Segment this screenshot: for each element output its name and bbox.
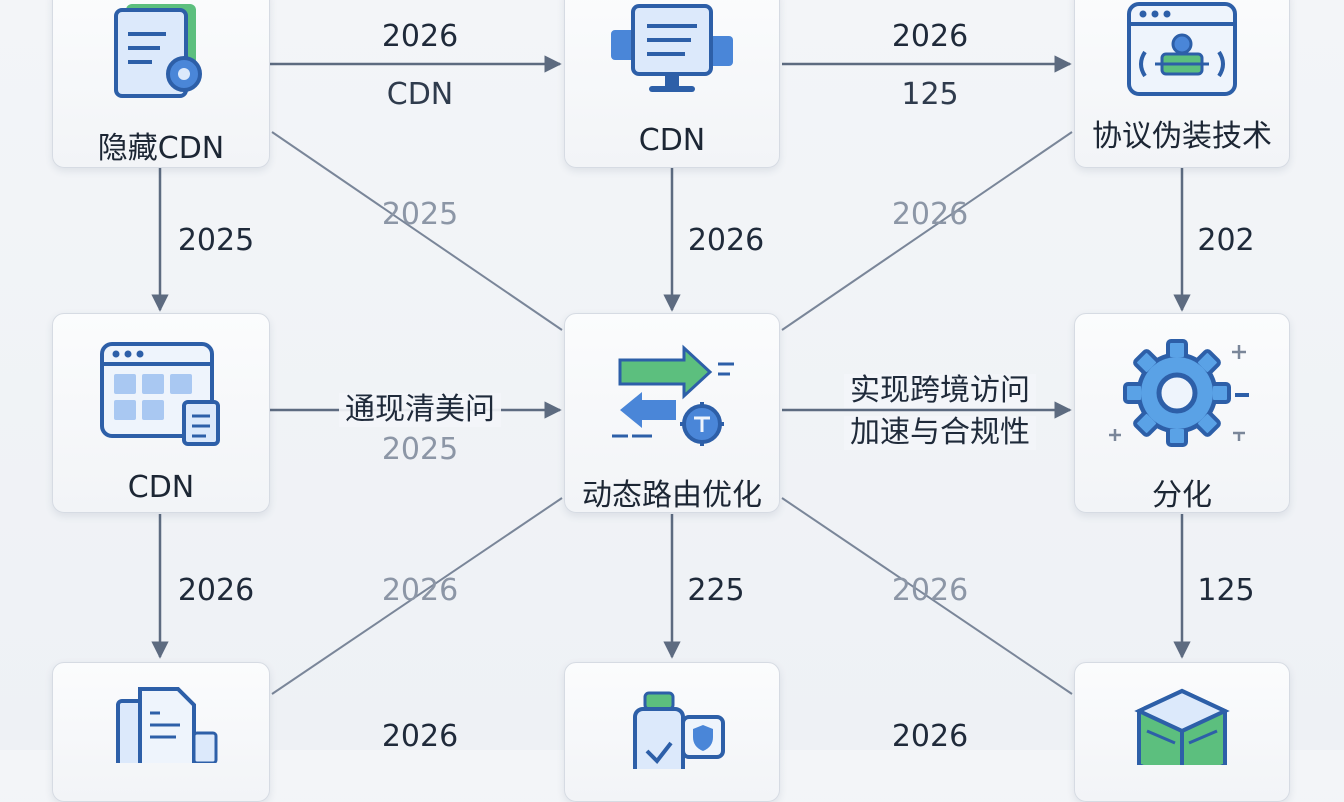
edge-layer bbox=[151, 55, 1191, 695]
node-hide-cdn[interactable]: 隐藏CDN bbox=[52, 0, 270, 168]
gear-icon bbox=[1109, 339, 1249, 447]
server-cube-icon bbox=[1134, 688, 1230, 765]
edge-label-top1-line2: CDN bbox=[386, 77, 454, 112]
edge-diag-protocol-dynamic bbox=[781, 131, 1073, 331]
node-label: CDN bbox=[638, 123, 706, 158]
edge-label-bottom2: 2026 bbox=[891, 719, 969, 754]
node-protocol-disguise[interactable]: 协议伪装技术 bbox=[1074, 0, 1290, 168]
bottle-shield-icon bbox=[633, 691, 725, 769]
edge-diag-bl-dynamic bbox=[271, 497, 563, 695]
edge-label-down-dynamic: 225 bbox=[687, 573, 745, 608]
node-bottom-right[interactable] bbox=[1074, 662, 1290, 802]
node-label: 动态路由优化 bbox=[582, 478, 762, 513]
edge-label-diag-dynamic-br: 2026 bbox=[891, 573, 969, 608]
node-label: 隐藏CDN bbox=[97, 131, 225, 166]
edge-label-down-protocol: 202 bbox=[1197, 223, 1255, 258]
edge-label-down-cdnmid: 2026 bbox=[177, 573, 255, 608]
edge-label-mid2-line1: 实现跨境访问 bbox=[844, 374, 1036, 408]
node-cdn-top[interactable]: CDN bbox=[564, 0, 780, 168]
node-cdn-mid[interactable]: CDN bbox=[52, 313, 270, 513]
edge-label-diag-protocol-dynamic: 2026 bbox=[891, 197, 969, 232]
edge-label-top2-line2: 125 bbox=[901, 77, 959, 112]
edge-label-bottom1: 2026 bbox=[381, 719, 459, 754]
edge-label-diag-bl-dynamic: 2026 bbox=[381, 573, 459, 608]
edge-label-down-hide: 2025 bbox=[177, 223, 255, 258]
node-bottom-mid[interactable] bbox=[564, 662, 780, 802]
edge-label-top1-line1: 2026 bbox=[381, 19, 459, 54]
browser-robot-icon bbox=[1127, 2, 1237, 96]
node-dynamic-routing[interactable]: 动态路由优化 bbox=[564, 313, 780, 513]
edge-label-down-split: 125 bbox=[1197, 573, 1255, 608]
monitor-document-icon bbox=[611, 4, 733, 92]
node-label: CDN bbox=[127, 470, 195, 505]
edge-label-mid1-line2: 2025 bbox=[381, 432, 459, 467]
documents-icon bbox=[116, 687, 218, 763]
routing-gear-icon bbox=[612, 344, 734, 446]
browser-grid-icon bbox=[100, 342, 220, 446]
node-label: 协议伪装技术 bbox=[1092, 119, 1272, 154]
edge-label-mid1-line1: 通现清美问 bbox=[339, 393, 501, 427]
document-gear-icon bbox=[114, 4, 202, 98]
node-split[interactable]: 分化 bbox=[1074, 313, 1290, 513]
edge-diag-hide-dynamic bbox=[271, 131, 563, 331]
edge-label-down-cdntop: 2026 bbox=[687, 223, 765, 258]
edge-label-diag-hide-dynamic: 2025 bbox=[381, 197, 459, 232]
edge-diag-dynamic-br bbox=[781, 497, 1073, 695]
node-label: 分化 bbox=[1152, 478, 1212, 513]
node-bottom-left[interactable] bbox=[52, 662, 270, 802]
edge-label-top2-line1: 2026 bbox=[891, 19, 969, 54]
edge-label-mid2-line2: 加速与合规性 bbox=[844, 416, 1036, 450]
